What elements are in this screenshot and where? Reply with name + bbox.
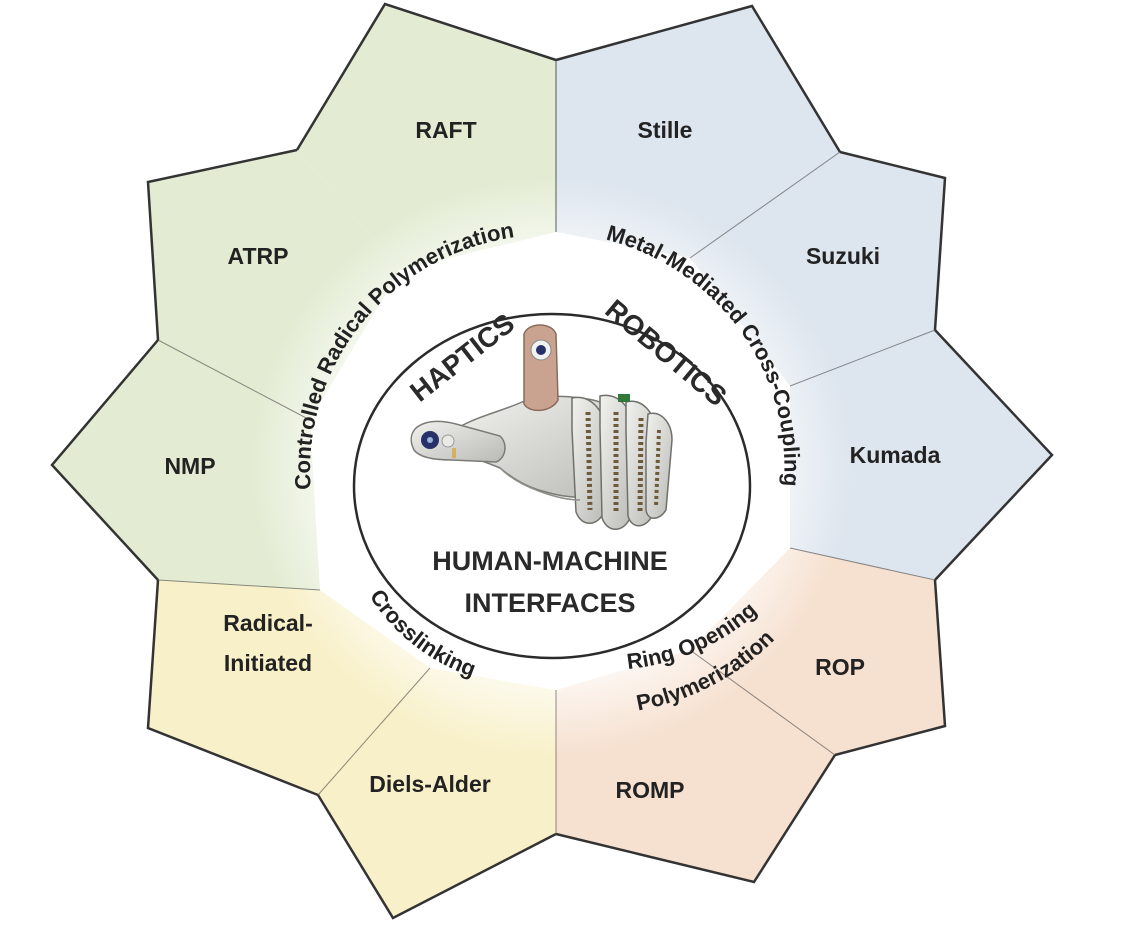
- segment-lines: [50, 2, 1054, 920]
- segment-divider-rop: [789, 547, 936, 581]
- segment-outline-rop: [834, 579, 947, 757]
- segment-outline-suzuki: [839, 150, 947, 331]
- segment-label-kumada: Kumada: [850, 442, 941, 468]
- segment-nmp: [52, 340, 320, 590]
- segment-label-line: Diels-Alder: [369, 771, 490, 797]
- segment-label-line: RAFT: [415, 117, 476, 143]
- segment-outline-diels-alder: [316, 794, 557, 920]
- segment-label-line: Suzuki: [806, 243, 880, 269]
- segment-outline-nmp: [50, 339, 159, 581]
- segment-label-raft: RAFT: [415, 117, 476, 143]
- hmi-label-line2: INTERFACES: [464, 588, 635, 618]
- segment-divider-romp: [689, 649, 836, 756]
- segment-outline-radical-initiated: [146, 579, 319, 797]
- segment-divider-atrp: [157, 339, 311, 421]
- segment-label-suzuki: Suzuki: [806, 243, 880, 269]
- segment-divider-suzuki: [689, 151, 841, 259]
- segment-outline-stille: [555, 4, 842, 153]
- segment-label-rop: ROP: [815, 654, 865, 680]
- segment-label-atrp: ATRP: [228, 243, 289, 269]
- segment-outline-romp: [555, 754, 837, 884]
- robotic-haptic-glove-icon: [410, 324, 673, 530]
- segment-label-line: Kumada: [850, 442, 941, 468]
- segment-label-line: Radical-: [223, 610, 312, 636]
- segment-label-line: ROP: [815, 654, 865, 680]
- segment-label-diels-alder: Diels-Alder: [369, 771, 490, 797]
- segment-outline-raft: [295, 2, 557, 151]
- segment-label-line: Initiated: [224, 650, 312, 676]
- segment-label-stille: Stille: [638, 117, 693, 143]
- segment-divider-kumada: [789, 329, 936, 387]
- segment-outline-kumada: [934, 329, 1054, 581]
- segment-label-line: ATRP: [228, 243, 289, 269]
- segment-outline-atrp: [146, 148, 298, 341]
- segment-kumada: [790, 330, 1052, 580]
- segment-label-radical-initiated: Radical- Initiated: [223, 610, 312, 676]
- segment-label-nmp: NMP: [164, 453, 215, 479]
- hmi-label-line1: HUMAN-MACHINE: [432, 546, 667, 576]
- segment-label-romp: ROMP: [616, 777, 685, 803]
- segment-divider-nmp: [157, 579, 321, 591]
- segment-label-line: ROMP: [616, 777, 685, 803]
- segment-label-line: Stille: [638, 117, 693, 143]
- segment-divider-radical-initiated: [317, 667, 431, 796]
- segment-label-line: NMP: [164, 453, 215, 479]
